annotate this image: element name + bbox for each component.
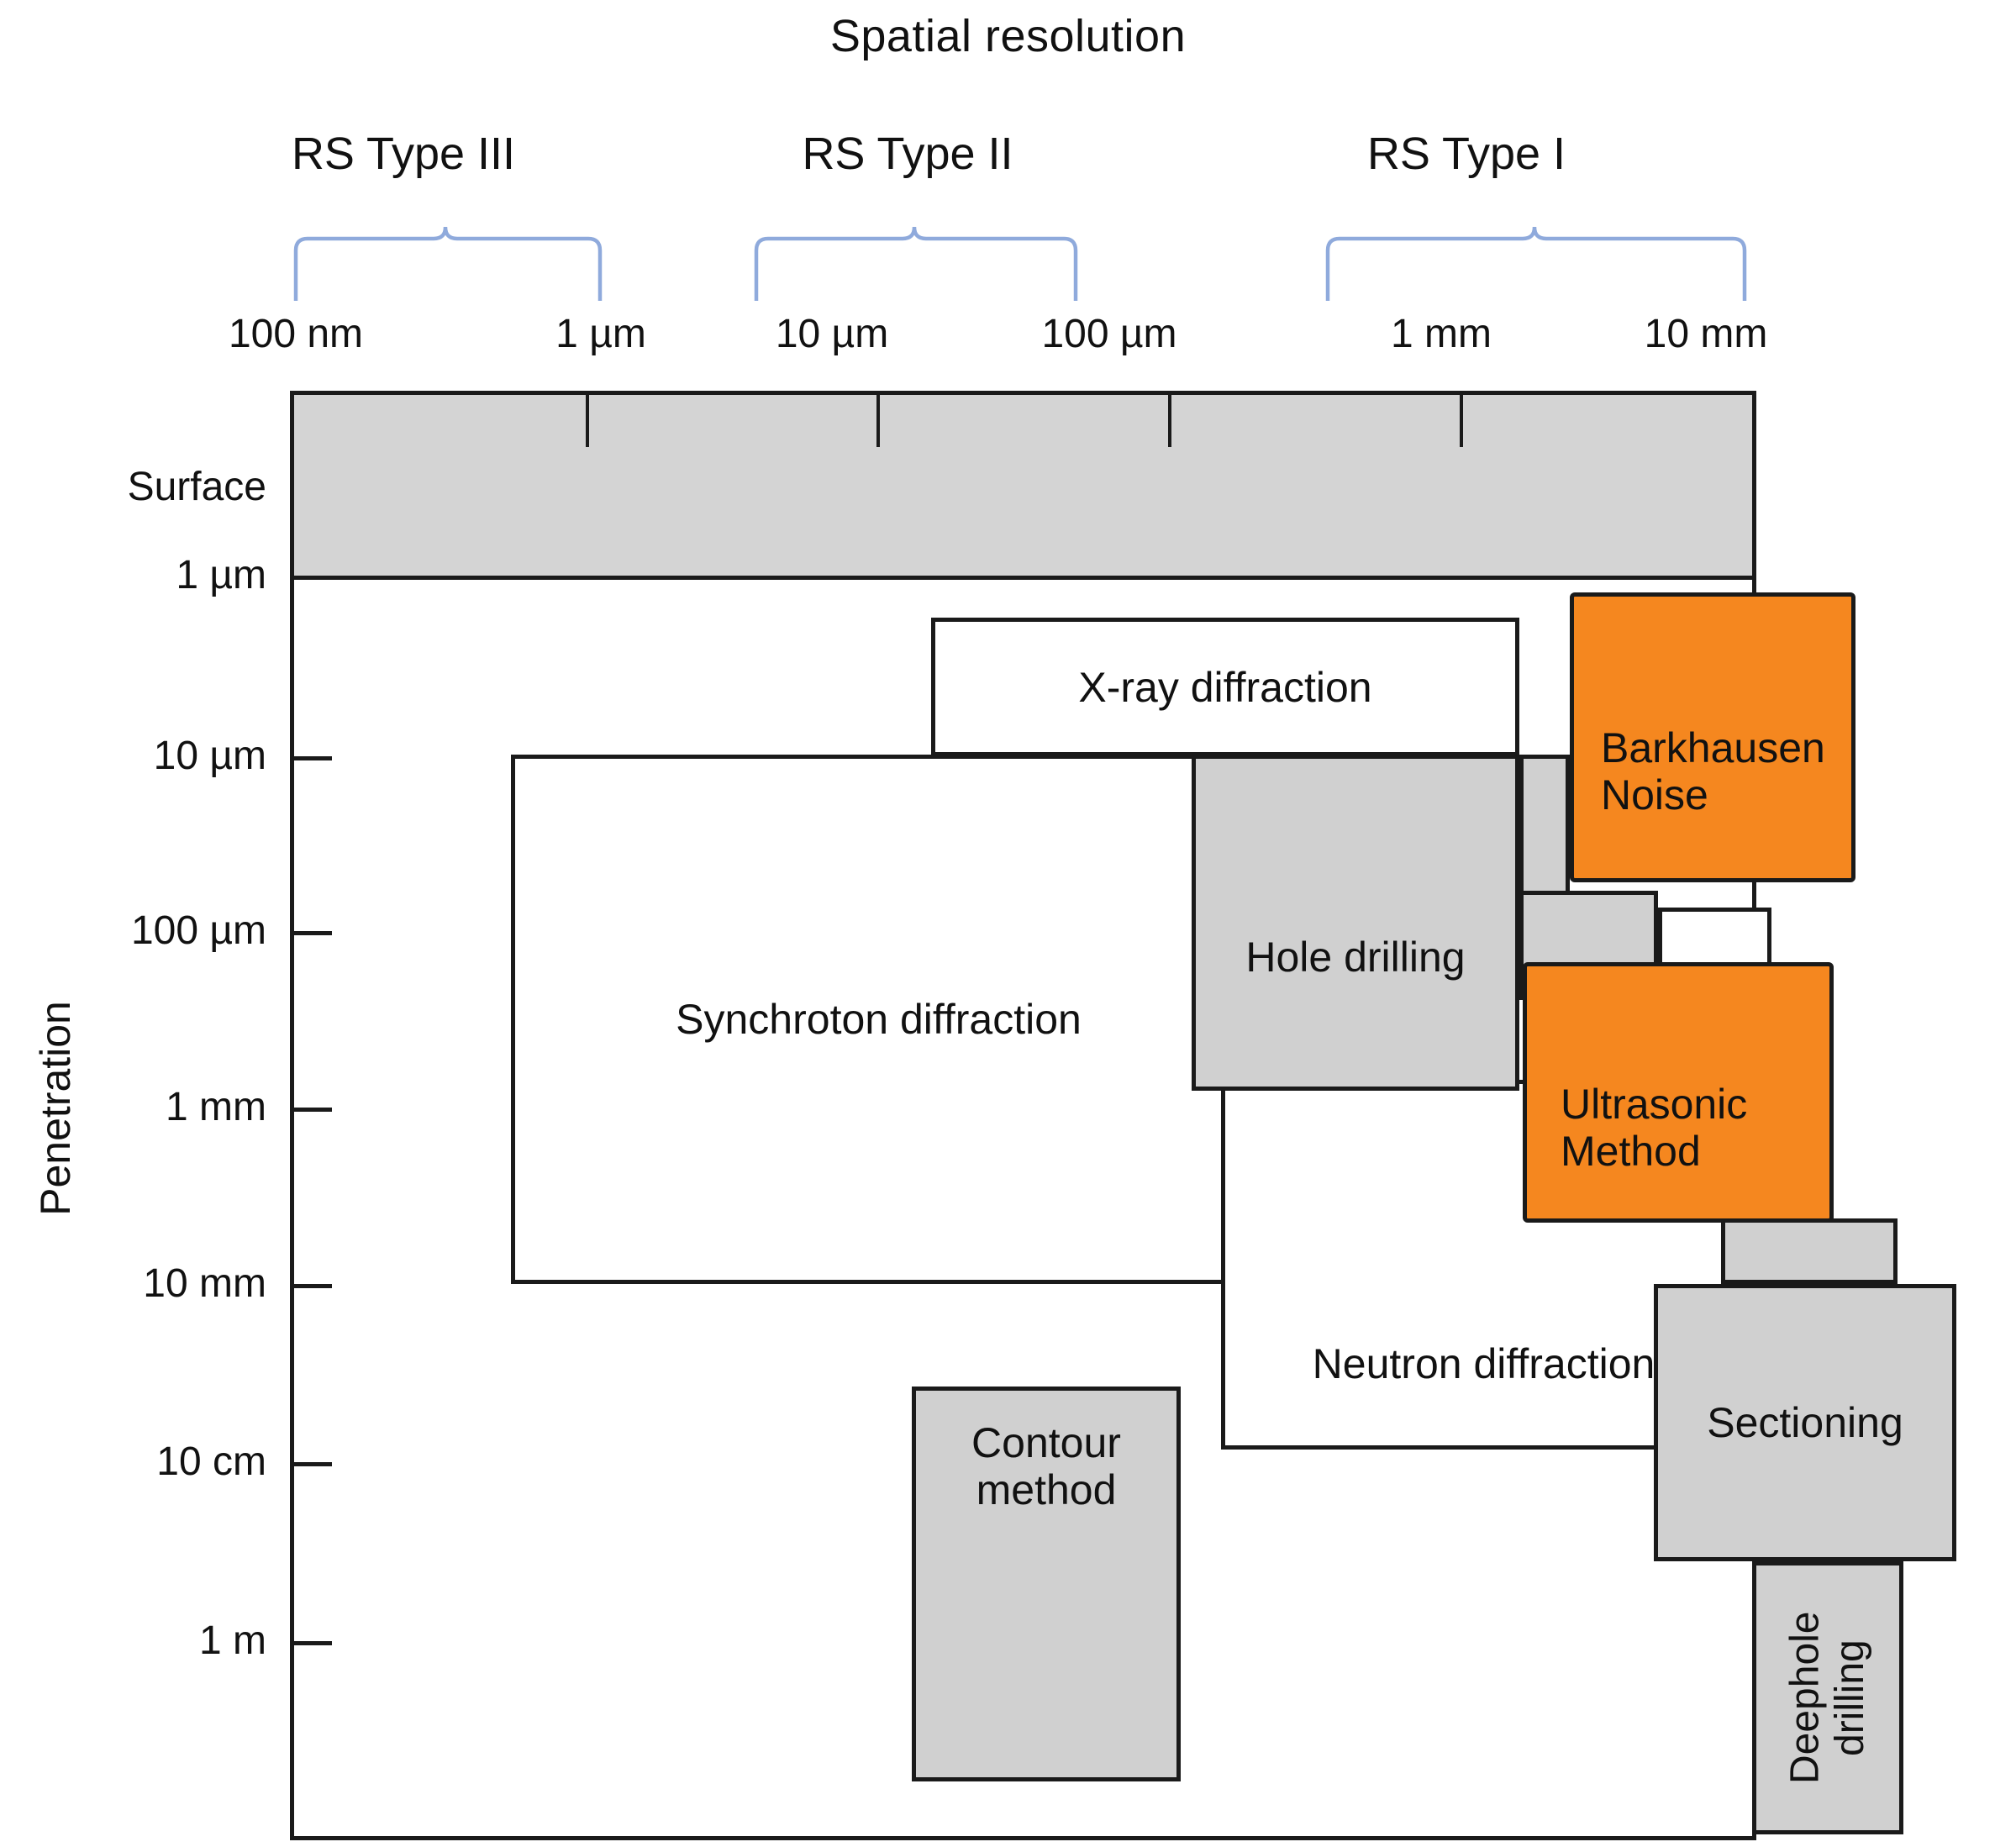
x-tickmark-1um [586,395,589,447]
region-sectioning[interactable]: Sectioning [1654,1284,1956,1561]
y-tick-1mm: 1 mm [166,1085,266,1129]
y-tickmark-100um [292,931,332,935]
y-tick-10um: 10 µm [153,734,266,778]
y-tick-surface: Surface [127,465,266,509]
spatial-resolution-title: Spatial resolution [829,11,1187,61]
rs-type-ii-label: RS Type II [802,129,1013,179]
region-label: X-ray diffraction [1078,663,1372,711]
brace-rs-type-ii [754,226,1078,301]
region-synchroton-diffraction[interactable]: Synchroton diffraction [511,755,1246,1284]
y-tick-1um: 1 µm [176,553,266,597]
surface-band [290,391,1756,580]
y-tick-10mm: 10 mm [143,1261,266,1306]
x-tick-10um: 10 µm [775,312,889,356]
region-sectioning-ledge [1721,1218,1898,1284]
x-tick-100um: 100 µm [1041,312,1177,356]
region-hole-drilling[interactable]: Hole drilling [1192,755,1519,1091]
brace-rs-type-i [1325,226,1747,301]
region-label: Sectioning [1707,1399,1903,1446]
region-label: Contour method [971,1419,1121,1513]
x-tickmark-100um [1168,395,1171,447]
penetration-axis-title: Penetration [32,1001,79,1216]
x-tickmark-10um [876,395,880,447]
x-tick-1mm: 1 mm [1391,312,1492,356]
region-barkhausen-noise[interactable]: Barkhausen Noise [1570,592,1855,882]
region-deephole-drilling[interactable]: Deephole drilling [1752,1561,1903,1834]
region-hole-drilling-ext-upper [1519,755,1570,910]
x-tick-1um: 1 µm [555,312,646,356]
region-label: Neutron diffraction [1312,1340,1655,1387]
y-tick-100um: 100 µm [130,908,266,953]
rs-type-i-label: RS Type I [1366,129,1566,179]
region-label: Synchroton diffraction [676,996,1082,1043]
y-tickmark-10mm [292,1284,332,1288]
x-tick-100nm: 100 nm [228,312,364,356]
region-label: Barkhausen Noise [1601,724,1825,818]
region-label: Ultrasonic Method [1561,1081,1748,1175]
region-ultrasonic-method[interactable]: Ultrasonic Method [1523,962,1834,1223]
region-label: Deephole drilling [1782,1611,1872,1785]
region-label: Hole drilling [1245,934,1466,981]
group-braces [293,226,1747,301]
region-xray-diffraction[interactable]: X-ray diffraction [931,618,1519,756]
rs-type-iii-label: RS Type III [291,129,516,179]
y-tick-10cm: 10 cm [156,1439,266,1484]
y-tickmark-1mm [292,1108,332,1112]
region-contour-method[interactable]: Contour method [912,1387,1181,1781]
x-tick-10mm: 10 mm [1644,312,1768,356]
y-tickmark-1m [292,1641,332,1645]
brace-rs-type-iii [293,226,603,301]
x-tickmark-1mm [1460,395,1463,447]
y-tickmark-10um [292,756,332,760]
y-tick-1m: 1 m [198,1618,266,1663]
y-tickmark-10cm [292,1462,332,1466]
